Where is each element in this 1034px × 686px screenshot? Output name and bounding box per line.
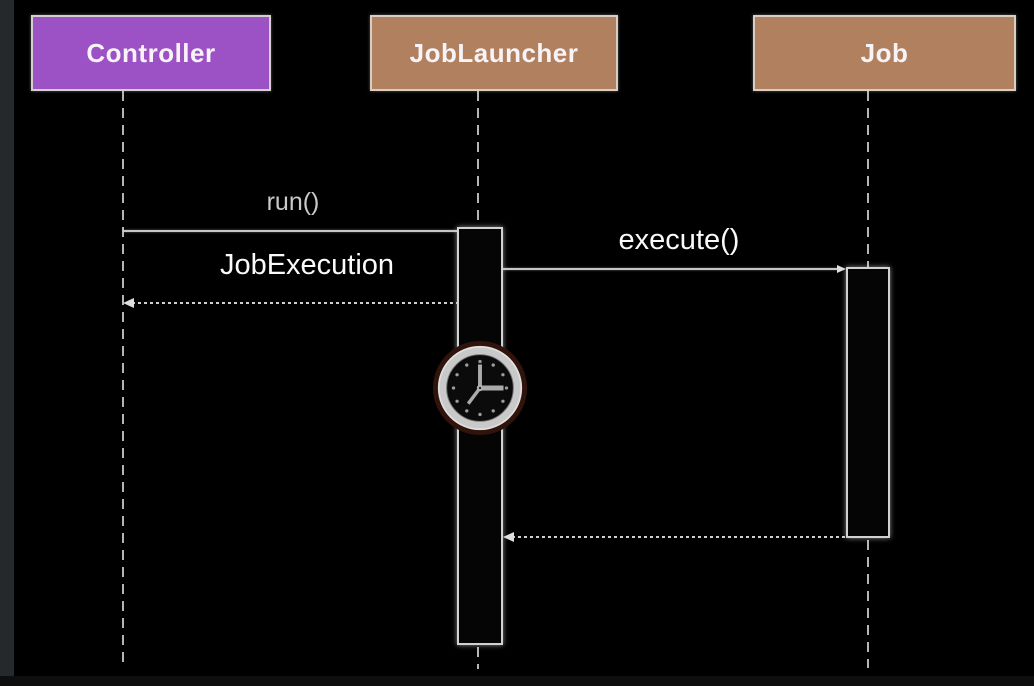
lifeline-joblauncher-upper <box>477 91 479 227</box>
message-label-run: run() <box>266 188 320 216</box>
actor-label-job: Job <box>860 37 909 68</box>
message-label-jobexecution: JobExecution <box>219 249 395 281</box>
lifeline-controller <box>122 91 124 666</box>
left-edge-strip <box>0 0 14 686</box>
lifeline-joblauncher-lower <box>477 647 479 669</box>
message-line-run <box>123 230 457 232</box>
arrowhead-left-icon <box>503 532 514 542</box>
actor-box-controller: Controller <box>31 15 271 91</box>
arrowhead-left-icon <box>123 298 134 308</box>
actor-label-controller: Controller <box>86 37 216 68</box>
actor-label-joblauncher: JobLauncher <box>409 37 579 68</box>
actor-box-joblauncher: JobLauncher <box>370 15 618 91</box>
lifeline-job-upper <box>867 91 869 267</box>
message-label-execute: execute() <box>618 224 740 256</box>
actor-box-job: Job <box>753 15 1016 91</box>
arrowhead-right-icon <box>837 265 846 273</box>
bottom-edge-strip <box>0 676 1034 686</box>
clock-icon <box>432 340 528 436</box>
lifeline-job-lower <box>867 540 869 668</box>
message-line-jobexecution <box>132 302 457 304</box>
activation-bar-job <box>846 267 890 538</box>
message-line-execute <box>503 268 838 270</box>
message-line-return <box>512 536 846 538</box>
activation-bar-joblauncher <box>457 227 503 645</box>
